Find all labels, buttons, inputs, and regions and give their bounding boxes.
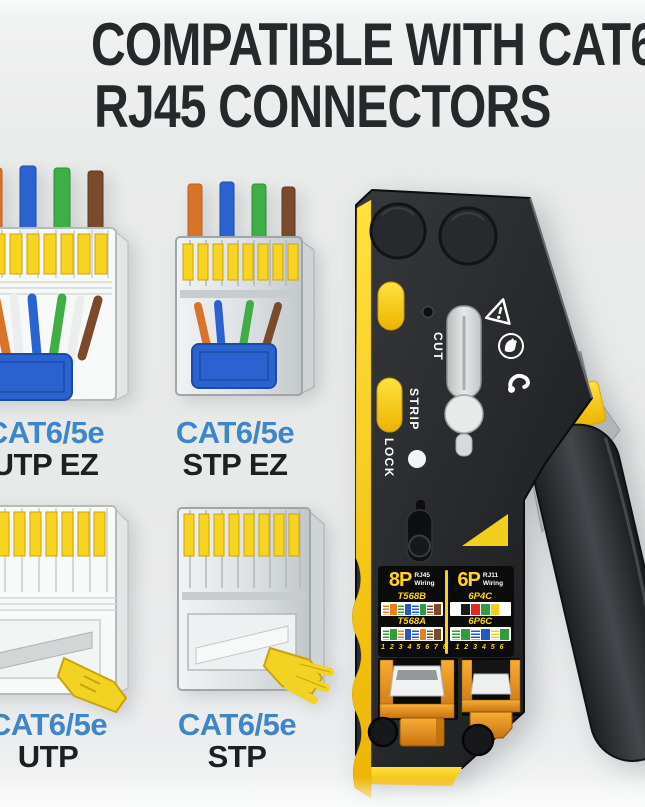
panel-6p6c-label: 6P6C xyxy=(468,616,493,627)
connector-category: CAT6/5e xyxy=(177,707,297,742)
panel-8p-word: Wiring xyxy=(414,579,435,587)
tool-rivet-top-right xyxy=(438,206,498,266)
connector-label-stp-ez: CAT6/5e STP EZ xyxy=(130,415,340,482)
tool-marking-lock: LOCK xyxy=(382,438,396,478)
panel-6p4c-strip xyxy=(449,602,511,616)
tool-left-edge-strip xyxy=(352,199,372,799)
warning-triangle-icon xyxy=(484,298,511,325)
connector-type: STP EZ xyxy=(182,447,288,482)
connector-latch xyxy=(263,647,334,704)
connector-label-utp: CAT6/5e UTP xyxy=(0,707,153,774)
lock-button xyxy=(408,450,426,468)
panel-6p-standard: RJ11 xyxy=(482,572,499,579)
die-8p xyxy=(378,658,458,747)
panel-8p-pin-numbers: 1 2 3 4 5 6 7 8 xyxy=(381,643,449,651)
tool-slot-cut xyxy=(377,281,405,331)
connector-type: STP xyxy=(207,739,267,774)
crimp-tool-figure: CUT STRIP LOCK xyxy=(352,189,645,799)
pinch-hazard-icon xyxy=(498,333,524,359)
connector-figure-stp xyxy=(177,507,334,704)
connector-label-utp-ez: CAT6/5e UTP EZ xyxy=(0,415,150,482)
connector-cable-boot xyxy=(191,343,277,389)
panel-t568a-strip xyxy=(381,627,443,641)
cable-cut-icon xyxy=(507,373,530,393)
tool-blade-channel xyxy=(444,305,484,457)
panel-divider xyxy=(444,570,448,654)
connector-pins xyxy=(0,511,106,557)
tool-marking-strip: STRIP xyxy=(407,388,421,431)
tool-yellow-accent xyxy=(462,514,508,546)
connector-figure-utp xyxy=(0,505,129,713)
panel-t568a-label: T568A xyxy=(397,616,426,627)
connector-label-stp: CAT6/5e STP xyxy=(132,707,342,774)
connector-pins xyxy=(183,513,300,557)
connector-latch xyxy=(57,657,127,713)
connector-figure-utp-ez xyxy=(0,165,129,401)
panel-8p-column: 8P RJ45 Wiring T568B T568A 1 2 3 4 5 6 7… xyxy=(381,569,449,655)
tool-marking-cut: CUT xyxy=(431,332,445,361)
tool-screw xyxy=(421,305,435,319)
panel-t568b-strip xyxy=(381,602,443,616)
panel-6p-size: 6P xyxy=(457,569,480,591)
connector-category: CAT6/5e xyxy=(175,415,295,450)
page-title-line1: COMPATIBLE WITH CAT6/CAT5E xyxy=(90,11,645,78)
connector-type: UTP EZ xyxy=(0,447,99,482)
mode-slider xyxy=(406,500,433,563)
panel-6p-column: 6P RJ11 Wiring 6P4C 6P6C 1 2 3 4 5 6 xyxy=(449,569,511,655)
panel-6p4c-label: 6P4C xyxy=(468,591,493,602)
panel-8p-size: 8P xyxy=(388,569,412,591)
connector-wires xyxy=(0,165,104,239)
wiring-label-panel: 8P RJ45 Wiring T568B T568A 1 2 3 4 5 6 7… xyxy=(378,566,514,657)
tool-rivet-bottom-left xyxy=(367,716,399,748)
tool-bottom-edge xyxy=(360,767,462,786)
connector-wires xyxy=(187,181,296,247)
panel-8p-standard: RJ45 xyxy=(414,572,430,579)
connector-category: CAT6/5e xyxy=(0,707,108,742)
tool-rivet-bottom-right xyxy=(461,723,495,757)
tool-slot-strip xyxy=(376,377,403,433)
connector-pins xyxy=(182,243,299,281)
panel-t568b-label: T568B xyxy=(397,591,426,602)
connector-type: UTP xyxy=(17,739,79,774)
connector-pins xyxy=(0,233,108,275)
panel-6p-word: Wiring xyxy=(482,579,504,587)
tool-rivet-top-left xyxy=(369,202,427,260)
page-title-line2: RJ45 CONNECTORS xyxy=(94,73,551,140)
connector-figure-stp-ez xyxy=(175,181,315,396)
connector-category: CAT6/5e xyxy=(0,415,105,450)
panel-6p-pin-numbers: 1 2 3 4 5 6 xyxy=(455,643,506,651)
panel-6p6c-strip xyxy=(449,627,511,641)
die-6p xyxy=(461,658,521,739)
connector-cable-boot xyxy=(0,353,73,401)
